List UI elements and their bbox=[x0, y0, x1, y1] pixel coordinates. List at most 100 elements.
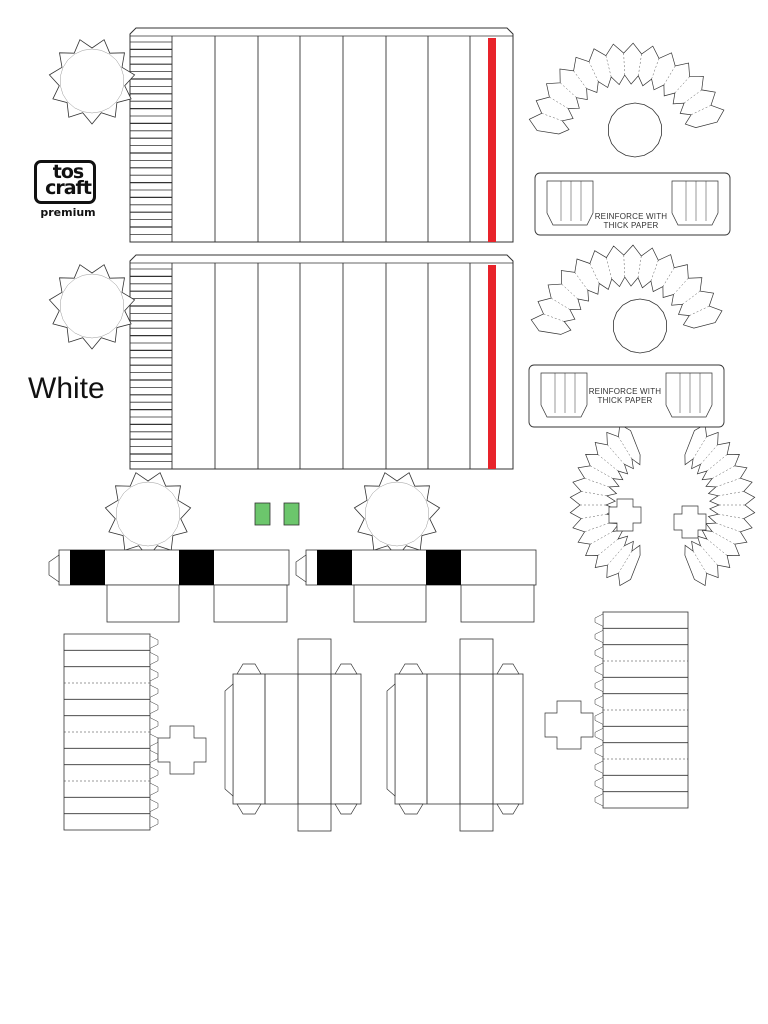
arc-fold-line bbox=[718, 513, 744, 519]
arc-fold-line bbox=[715, 478, 741, 488]
box-net-top-flap bbox=[297, 638, 332, 675]
gear-piece bbox=[104, 472, 192, 558]
strip-tab bbox=[149, 651, 159, 666]
box-nets bbox=[48, 549, 689, 832]
strip-tab bbox=[149, 766, 159, 780]
logo-subtitle: premium bbox=[40, 206, 96, 219]
arc-fold-line bbox=[700, 444, 718, 465]
arc-fold-line bbox=[590, 531, 614, 545]
gear-pieces bbox=[48, 39, 667, 558]
round-disc bbox=[613, 298, 667, 354]
net-glue-tab bbox=[295, 554, 307, 583]
box-net-body bbox=[232, 673, 362, 805]
box-net-side-tab bbox=[224, 683, 234, 797]
red-stripe bbox=[488, 38, 496, 242]
net-side-panel bbox=[213, 584, 288, 623]
arc-fold-line bbox=[618, 436, 633, 459]
strip-tab bbox=[594, 760, 604, 774]
arc-fold-line bbox=[715, 522, 741, 532]
arc-fold-line bbox=[590, 465, 614, 479]
arc-fold-line bbox=[581, 513, 607, 519]
arc-fold-line bbox=[706, 454, 728, 472]
strip-tab bbox=[149, 798, 159, 813]
arc-fold-line bbox=[692, 551, 707, 574]
strip-tab bbox=[594, 662, 604, 676]
strip-tab bbox=[149, 684, 159, 698]
box-net-end-tab bbox=[496, 803, 520, 815]
net-side-panel bbox=[106, 584, 180, 623]
strip-tab bbox=[149, 717, 159, 731]
box-net-end-tab bbox=[496, 663, 520, 675]
body-panel-top bbox=[129, 27, 514, 243]
arc-fold-line bbox=[711, 465, 735, 479]
strip-tab bbox=[594, 646, 604, 660]
green-tab bbox=[254, 502, 271, 526]
plate-flap bbox=[671, 180, 719, 226]
arc-fold-line bbox=[711, 531, 735, 545]
arc-fold-line bbox=[706, 538, 728, 556]
panel-outline bbox=[129, 254, 514, 470]
red-stripe bbox=[488, 265, 496, 469]
strip-tab bbox=[594, 678, 604, 693]
gear-piece bbox=[48, 39, 136, 125]
cross-piece bbox=[544, 700, 594, 750]
strip-tab bbox=[594, 776, 604, 791]
strip-tab bbox=[594, 629, 604, 644]
box-net-body bbox=[394, 673, 524, 805]
box-net-end-tab bbox=[398, 803, 424, 815]
arc-fold-line bbox=[597, 538, 619, 556]
strip-tab bbox=[594, 613, 604, 627]
strip-tab bbox=[594, 711, 604, 725]
box-net-bottom-flap bbox=[459, 803, 494, 832]
cross-piece bbox=[157, 725, 207, 775]
plate-flap bbox=[540, 372, 588, 418]
strip-tab bbox=[149, 733, 159, 747]
strip-tab bbox=[149, 815, 159, 829]
box-net-top-flap bbox=[459, 638, 494, 675]
box-net-end-tab bbox=[236, 803, 262, 815]
strip-tab bbox=[594, 727, 604, 742]
black-block bbox=[70, 550, 105, 585]
cross-piece bbox=[673, 505, 707, 539]
round-disc bbox=[608, 102, 662, 158]
net-glue-tab bbox=[48, 554, 60, 583]
logo-word-bottom: craft bbox=[45, 177, 92, 199]
gear-piece bbox=[353, 472, 441, 558]
gear-inner-outline bbox=[60, 48, 124, 114]
reinforce-note-1: REINFORCE WITH THICK PAPER bbox=[594, 212, 668, 230]
gear-inner-outline bbox=[60, 273, 124, 339]
strip-tab bbox=[594, 695, 604, 709]
green-tab bbox=[283, 502, 300, 526]
strip-tab bbox=[594, 793, 604, 807]
plate-flap bbox=[546, 180, 594, 226]
green-tabs bbox=[254, 502, 300, 526]
reinforce-plates bbox=[528, 172, 731, 428]
arc-fold-line bbox=[718, 491, 744, 497]
black-block bbox=[426, 550, 461, 585]
color-label: White bbox=[28, 372, 105, 405]
strip-tab bbox=[149, 749, 159, 764]
logo-word-top: tos bbox=[52, 161, 84, 183]
toothed-arc bbox=[530, 244, 723, 335]
box-net-bottom-flap bbox=[297, 803, 332, 832]
strip-tab bbox=[149, 782, 159, 796]
black-block bbox=[179, 550, 214, 585]
box-net-end-tab bbox=[236, 663, 262, 675]
arc-fold-line bbox=[597, 454, 619, 472]
logo-badge: tos craft bbox=[34, 160, 96, 204]
gear-inner-outline bbox=[365, 481, 429, 547]
black-block bbox=[317, 550, 352, 585]
strip-tab bbox=[594, 744, 604, 758]
arc-fold-line bbox=[618, 551, 633, 574]
plate-flap bbox=[665, 372, 713, 418]
arc-fold-line bbox=[607, 545, 625, 566]
strip-tab bbox=[149, 635, 159, 649]
net-side-panel bbox=[460, 584, 535, 623]
panel-outline bbox=[129, 27, 514, 243]
box-net-side-tab bbox=[386, 683, 396, 797]
box-net-end-tab bbox=[334, 803, 358, 815]
arc-fold-line bbox=[700, 545, 718, 566]
toothed-arc bbox=[528, 42, 725, 135]
body-panel-bottom bbox=[129, 254, 514, 470]
